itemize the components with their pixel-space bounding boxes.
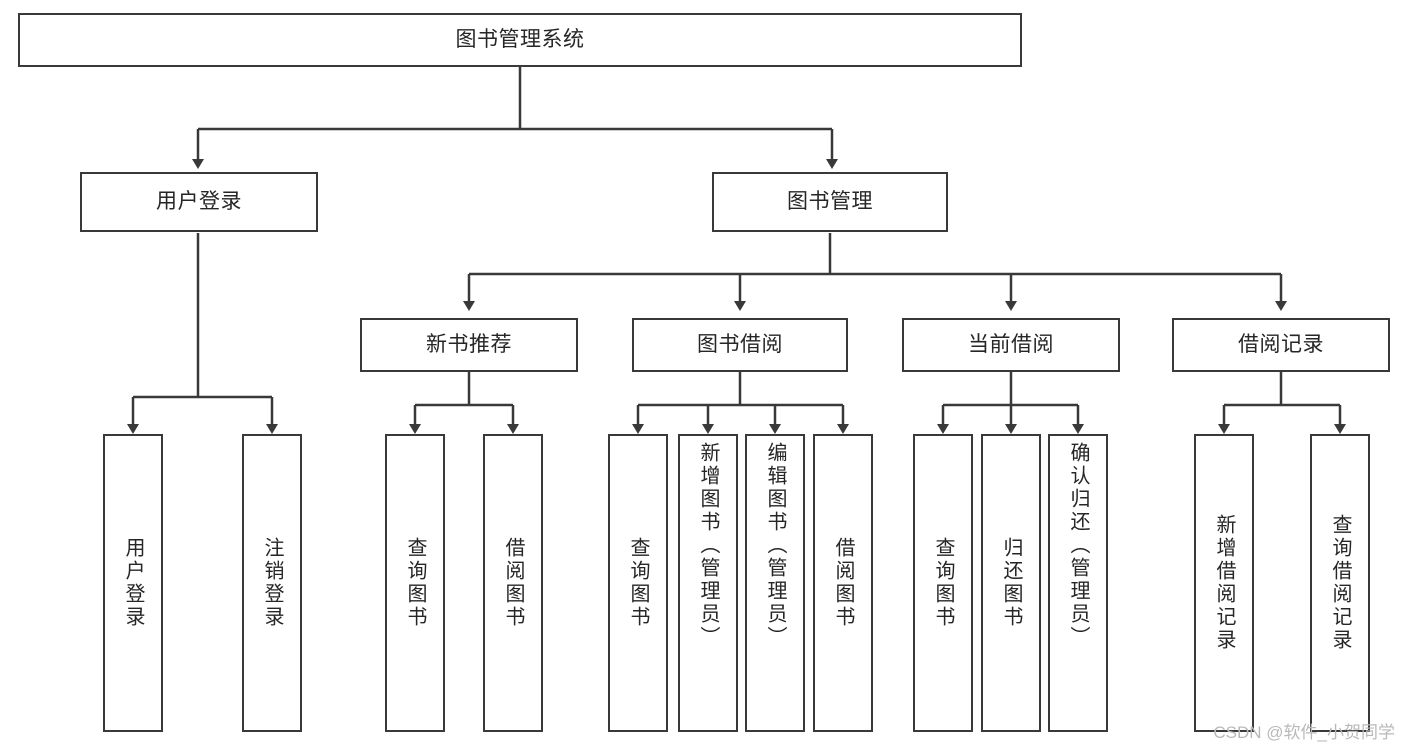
- leaf-label: 新增借阅记录: [1213, 514, 1235, 652]
- leaf-label: 编辑图书（管理员）: [764, 442, 786, 649]
- leaf-label: 借阅图书: [832, 537, 854, 629]
- node-root[interactable]: 图书管理系统: [18, 13, 1022, 67]
- leaf-borrow-add-book-admin[interactable]: 新增图书（管理员）: [678, 434, 738, 732]
- node-book-borrow-label: 图书借阅: [697, 332, 783, 356]
- leaf-label: 查询图书: [627, 537, 649, 629]
- watermark: CSDN @软件_小贺同学: [1213, 723, 1395, 742]
- node-current-borrow-label: 当前借阅: [968, 332, 1054, 356]
- leaf-record-query-record[interactable]: 查询借阅记录: [1310, 434, 1370, 732]
- node-current-borrow[interactable]: 当前借阅: [902, 318, 1120, 372]
- leaf-current-return-book[interactable]: 归还图书: [981, 434, 1041, 732]
- leaf-user-login-logout[interactable]: 注销登录: [242, 434, 302, 732]
- node-book-management[interactable]: 图书管理: [712, 172, 948, 232]
- leaf-record-add-record[interactable]: 新增借阅记录: [1194, 434, 1254, 732]
- leaf-label: 借阅图书: [502, 537, 524, 629]
- leaf-label: 注销登录: [261, 537, 283, 629]
- leaf-label: 查询借阅记录: [1329, 514, 1351, 652]
- leaf-label: 新增图书（管理员）: [697, 442, 719, 649]
- node-borrow-record[interactable]: 借阅记录: [1172, 318, 1390, 372]
- leaf-recommend-query-book[interactable]: 查询图书: [385, 434, 445, 732]
- leaf-label: 用户登录: [122, 537, 144, 629]
- node-user-login[interactable]: 用户登录: [80, 172, 318, 232]
- leaf-borrow-edit-book-admin[interactable]: 编辑图书（管理员）: [745, 434, 805, 732]
- node-book-management-label: 图书管理: [787, 189, 873, 213]
- leaf-current-confirm-return-admin[interactable]: 确认归还（管理员）: [1048, 434, 1108, 732]
- leaf-borrow-borrow-book[interactable]: 借阅图书: [813, 434, 873, 732]
- node-book-borrow[interactable]: 图书借阅: [632, 318, 848, 372]
- node-borrow-record-label: 借阅记录: [1238, 332, 1324, 356]
- leaf-current-query-book[interactable]: 查询图书: [913, 434, 973, 732]
- leaf-recommend-borrow-book[interactable]: 借阅图书: [483, 434, 543, 732]
- node-new-book-recommend-label: 新书推荐: [426, 332, 512, 356]
- leaf-label: 归还图书: [1000, 537, 1022, 629]
- leaf-user-login-login[interactable]: 用户登录: [103, 434, 163, 732]
- leaf-label: 查询图书: [932, 537, 954, 629]
- leaf-label: 查询图书: [404, 537, 426, 629]
- leaf-label: 确认归还（管理员）: [1067, 442, 1089, 649]
- node-root-label: 图书管理系统: [455, 27, 585, 51]
- leaf-borrow-query-book[interactable]: 查询图书: [608, 434, 668, 732]
- node-new-book-recommend[interactable]: 新书推荐: [360, 318, 578, 372]
- node-user-login-label: 用户登录: [156, 189, 242, 213]
